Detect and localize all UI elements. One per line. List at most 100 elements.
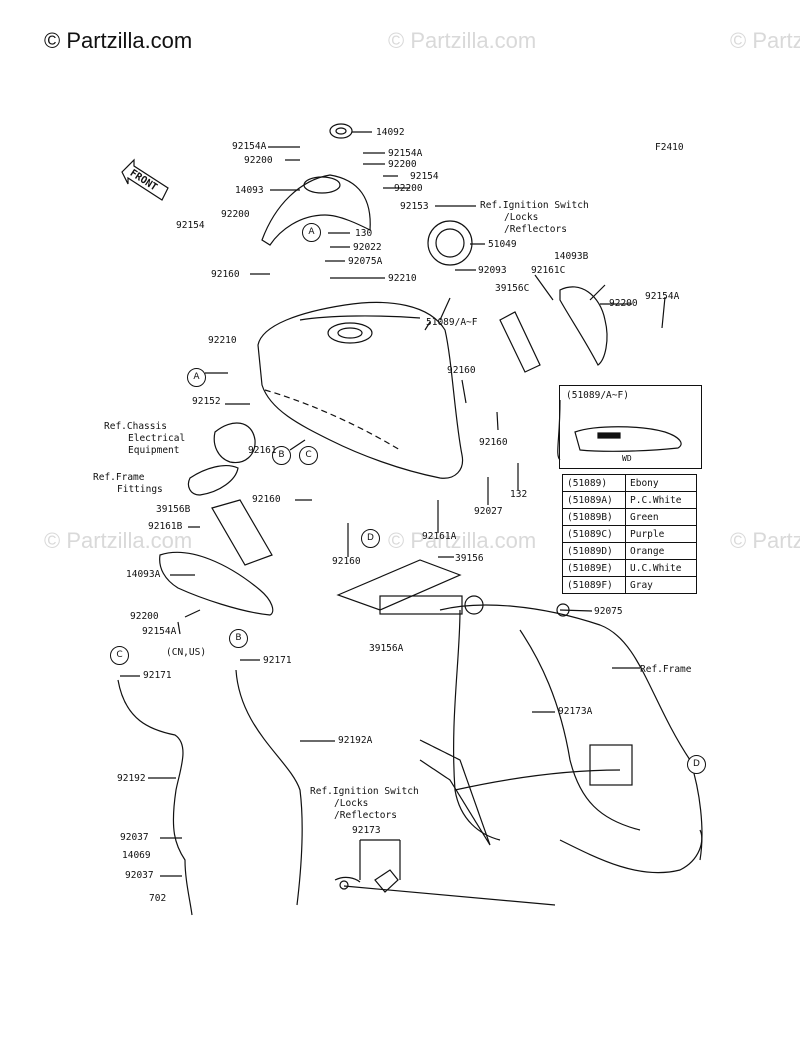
color-code: (51089A) bbox=[562, 491, 626, 509]
variant-wd-label: WD bbox=[622, 454, 632, 463]
ref-line: Equipment bbox=[128, 445, 180, 456]
watermark: © Partzilla.com bbox=[730, 528, 800, 553]
part-label: 92160 bbox=[211, 269, 240, 280]
ref-ignition-switch-bottom: Ref.Ignition Switch /Locks /Reflectors bbox=[310, 786, 419, 822]
part-label: 92200 bbox=[221, 209, 250, 220]
hose-92192A bbox=[235, 669, 303, 906]
part-label: 92154A bbox=[142, 626, 177, 637]
part-label: 92027 bbox=[474, 506, 503, 517]
color-code: (51089D) bbox=[562, 542, 626, 560]
part-label: 92161 bbox=[248, 445, 277, 456]
table-row: (51089E)U.C.White bbox=[562, 559, 697, 577]
part-label: 92200 bbox=[244, 155, 273, 166]
ref-line: /Locks bbox=[334, 798, 369, 809]
ref-chassis-electrical: Ref.Chassis Electrical Equipment bbox=[104, 421, 185, 457]
callout-circle-a: A bbox=[187, 368, 206, 387]
part-label: 39156A bbox=[369, 643, 404, 654]
ref-line: /Reflectors bbox=[504, 224, 567, 235]
color-code: (51089B) bbox=[562, 508, 626, 526]
callout-circle-b: B bbox=[229, 629, 248, 648]
part-label: 92171 bbox=[263, 655, 292, 666]
color-name: U.C.White bbox=[625, 559, 697, 577]
part-label: 130 bbox=[355, 228, 373, 239]
callout-circle-c: C bbox=[299, 446, 318, 465]
part-label: 92173 bbox=[352, 825, 381, 836]
part-label: 92171 bbox=[143, 670, 172, 681]
part-label: 14093A bbox=[126, 569, 161, 580]
part-label: 92192 bbox=[117, 773, 146, 784]
table-row: (51089A)P.C.White bbox=[562, 491, 697, 509]
figure-code: F2410 bbox=[655, 142, 684, 153]
part-label: 92160 bbox=[332, 556, 361, 567]
part-label: 92160 bbox=[479, 437, 508, 448]
color-name: P.C.White bbox=[625, 491, 697, 509]
part-label: 14069 bbox=[122, 850, 151, 861]
frame-shape bbox=[439, 604, 703, 861]
ref-frame: Ref.Frame bbox=[640, 664, 692, 675]
ref-line: Electrical bbox=[128, 433, 186, 444]
color-name: Purple bbox=[625, 525, 697, 543]
part-label: 92200 bbox=[130, 611, 159, 622]
watermark: © Partzilla.com bbox=[44, 528, 193, 553]
part-label: 132 bbox=[510, 489, 528, 500]
variant-caption: (51089/A~F) bbox=[566, 390, 629, 401]
color-name: Orange bbox=[625, 542, 697, 560]
color-table: (51089)Ebony (51089A)P.C.White (51089B)G… bbox=[562, 474, 697, 594]
tank-cover-shape bbox=[261, 174, 371, 246]
part-label: 92154 bbox=[410, 171, 439, 182]
fuel-tank-shape bbox=[257, 301, 464, 479]
region-label: (CN,US) bbox=[166, 647, 207, 658]
part-label: 92075 bbox=[594, 606, 623, 617]
part-label: 92200 bbox=[388, 159, 417, 170]
color-code: (51089) bbox=[562, 474, 626, 492]
callout-circle-a: A bbox=[302, 223, 321, 242]
callout-circle-d: D bbox=[361, 529, 380, 548]
color-name: Ebony bbox=[625, 474, 697, 492]
color-name: Gray bbox=[625, 576, 697, 594]
table-row: (51089)Ebony bbox=[562, 474, 697, 492]
watermark: © Partzilla.com bbox=[388, 528, 537, 553]
callout-circle-c: C bbox=[110, 646, 129, 665]
part-label: 92037 bbox=[125, 870, 154, 881]
part-label: 14093B bbox=[554, 251, 589, 262]
part-label: 14093 bbox=[235, 185, 264, 196]
front-arrow-icon bbox=[121, 158, 169, 201]
part-label: 92200 bbox=[394, 183, 423, 194]
ref-line: Ref.Chassis bbox=[104, 421, 167, 432]
part-label: 39156 bbox=[455, 553, 484, 564]
callout-circle-d: D bbox=[687, 755, 706, 774]
part-label: 92161A bbox=[422, 531, 457, 542]
part-label: 92154A bbox=[232, 141, 267, 152]
part-label: 92160 bbox=[447, 365, 476, 376]
part-label: 92161C bbox=[531, 265, 566, 276]
brand-logo-text: © Partzilla.com bbox=[44, 28, 193, 53]
ref-frame-fittings: Ref.Frame Fittings bbox=[93, 472, 163, 496]
table-row: (51089F)Gray bbox=[562, 576, 697, 594]
part-label: 92152 bbox=[192, 396, 221, 407]
part-label: 51049 bbox=[488, 239, 517, 250]
part-label: 51089/A~F bbox=[426, 317, 478, 328]
part-label: 39156C bbox=[495, 283, 530, 294]
part-label: 92192A bbox=[338, 735, 373, 746]
table-row: (51089C)Purple bbox=[562, 525, 697, 543]
part-label: 92093 bbox=[478, 265, 507, 276]
part-label: 14092 bbox=[376, 127, 405, 138]
watermark: © Partzilla.com bbox=[388, 28, 537, 53]
ref-line: /Locks bbox=[504, 212, 539, 223]
color-name: Green bbox=[625, 508, 697, 526]
part-label: 92160 bbox=[252, 494, 281, 505]
color-code: (51089F) bbox=[562, 576, 626, 594]
part-label: 92154 bbox=[176, 220, 205, 231]
part-label: 92210 bbox=[208, 335, 237, 346]
part-label: 92037 bbox=[120, 832, 149, 843]
ref-line: Ref.Ignition Switch bbox=[480, 200, 589, 211]
part-label: 92161B bbox=[148, 521, 183, 532]
ref-line: Ref.Ignition Switch bbox=[310, 786, 419, 797]
hose-92192 bbox=[117, 679, 193, 916]
part-label: 39156B bbox=[156, 504, 191, 515]
variant-inset-box: (51089/A~F) WD bbox=[559, 385, 702, 469]
ref-line: /Reflectors bbox=[334, 810, 397, 821]
part-label: 92022 bbox=[353, 242, 382, 253]
